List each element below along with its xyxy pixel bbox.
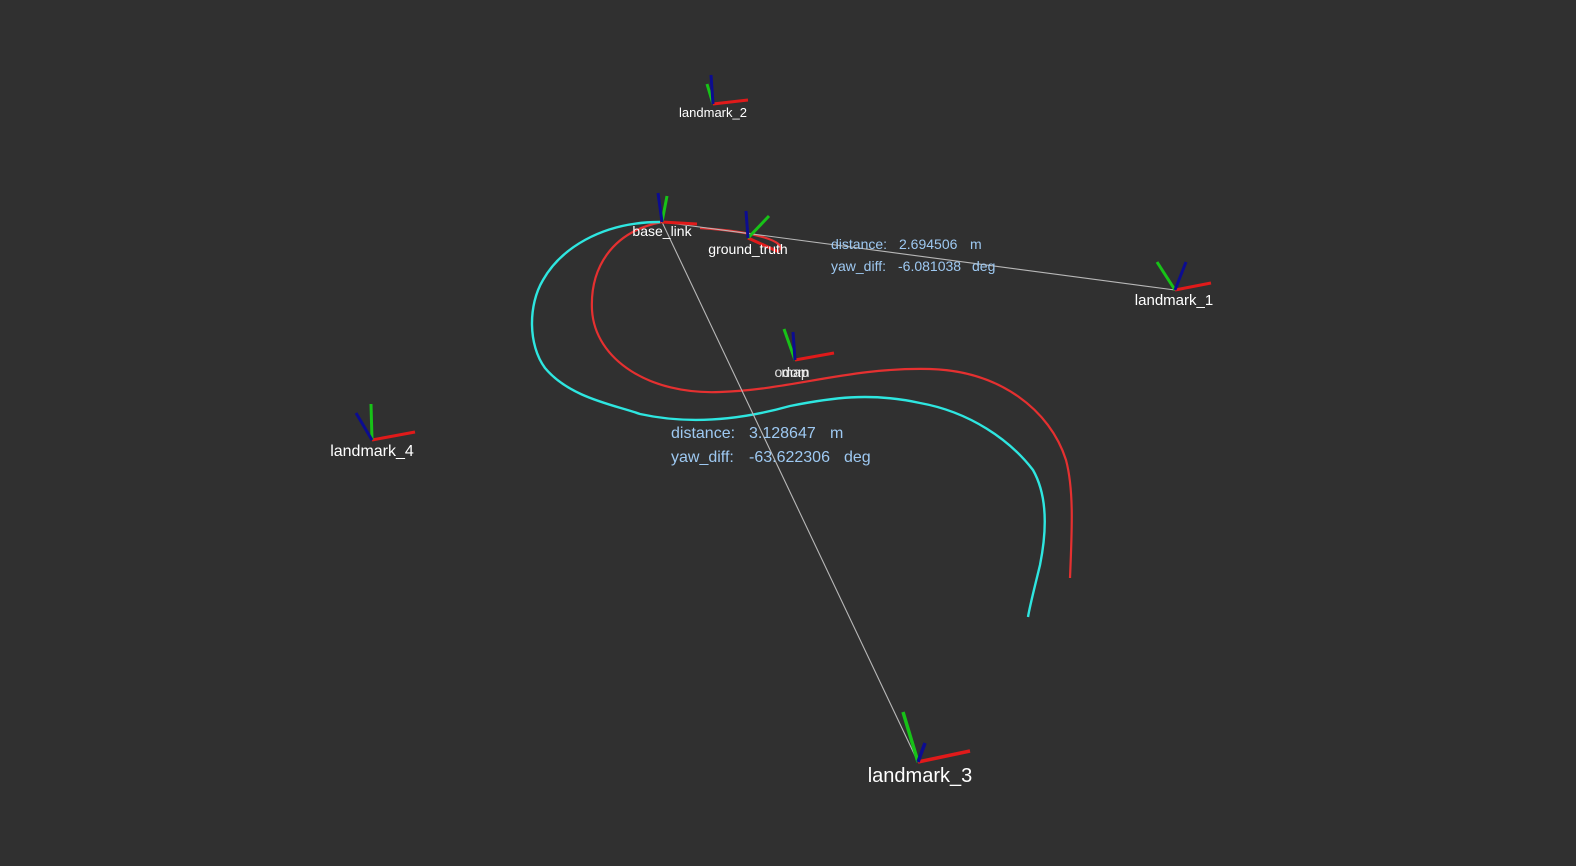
measurement-1-yaw-label: yaw_diff: [831,258,886,274]
measurement-1-distance-value: 2.694506 [899,236,958,252]
landmark-1-axes-icon[interactable] [1155,261,1212,292]
landmark-2-axes-icon[interactable] [705,74,749,106]
landmark-3-label: landmark_3 [868,765,973,787]
measurement-1: distance: 2.694506 m yaw_diff: -6.081038… [831,236,995,274]
measurement-2-distance-unit: m [830,425,843,442]
measurement-1-distance-label: distance: [831,236,887,252]
odom-label: odom [774,364,809,380]
landmark-4-label: landmark_4 [330,443,414,460]
measurement-2-distance-value: 3.128647 [749,425,816,442]
base-link-label: base_link [632,223,692,239]
estimated-path-trajectory [590,220,1073,579]
ground-truth-axes-icon[interactable] [744,210,780,254]
ground-truth-label: ground_truth [708,241,787,257]
map-label: map [781,364,808,380]
measurement-1-distance-unit: m [970,236,982,252]
map-odom-axes-icon[interactable] [782,328,835,362]
measurement-1-yaw-unit: deg [972,258,995,274]
base-link-axes-icon[interactable] [656,192,698,226]
ground-truth-path-trajectory-cyan [530,220,1046,618]
landmark-4-axes-icon[interactable] [354,403,416,442]
measure-line-baselink-landmark3 [661,221,919,763]
measurement-2-yaw-unit: deg [844,449,871,466]
landmark-1-label: landmark_1 [1135,292,1213,309]
measurement-2-distance-label: distance: [671,425,735,442]
measurement-1-yaw-value: -6.081038 [898,258,961,274]
landmark-2-label: landmark_2 [679,105,747,120]
measurement-2-yaw-value: -63.622306 [749,449,830,466]
measurement-2-yaw-label: yaw_diff: [671,449,734,466]
landmark-3-axes-icon[interactable] [901,711,971,764]
measurement-2: distance: 3.128647 m yaw_diff: -63.62230… [671,425,871,466]
